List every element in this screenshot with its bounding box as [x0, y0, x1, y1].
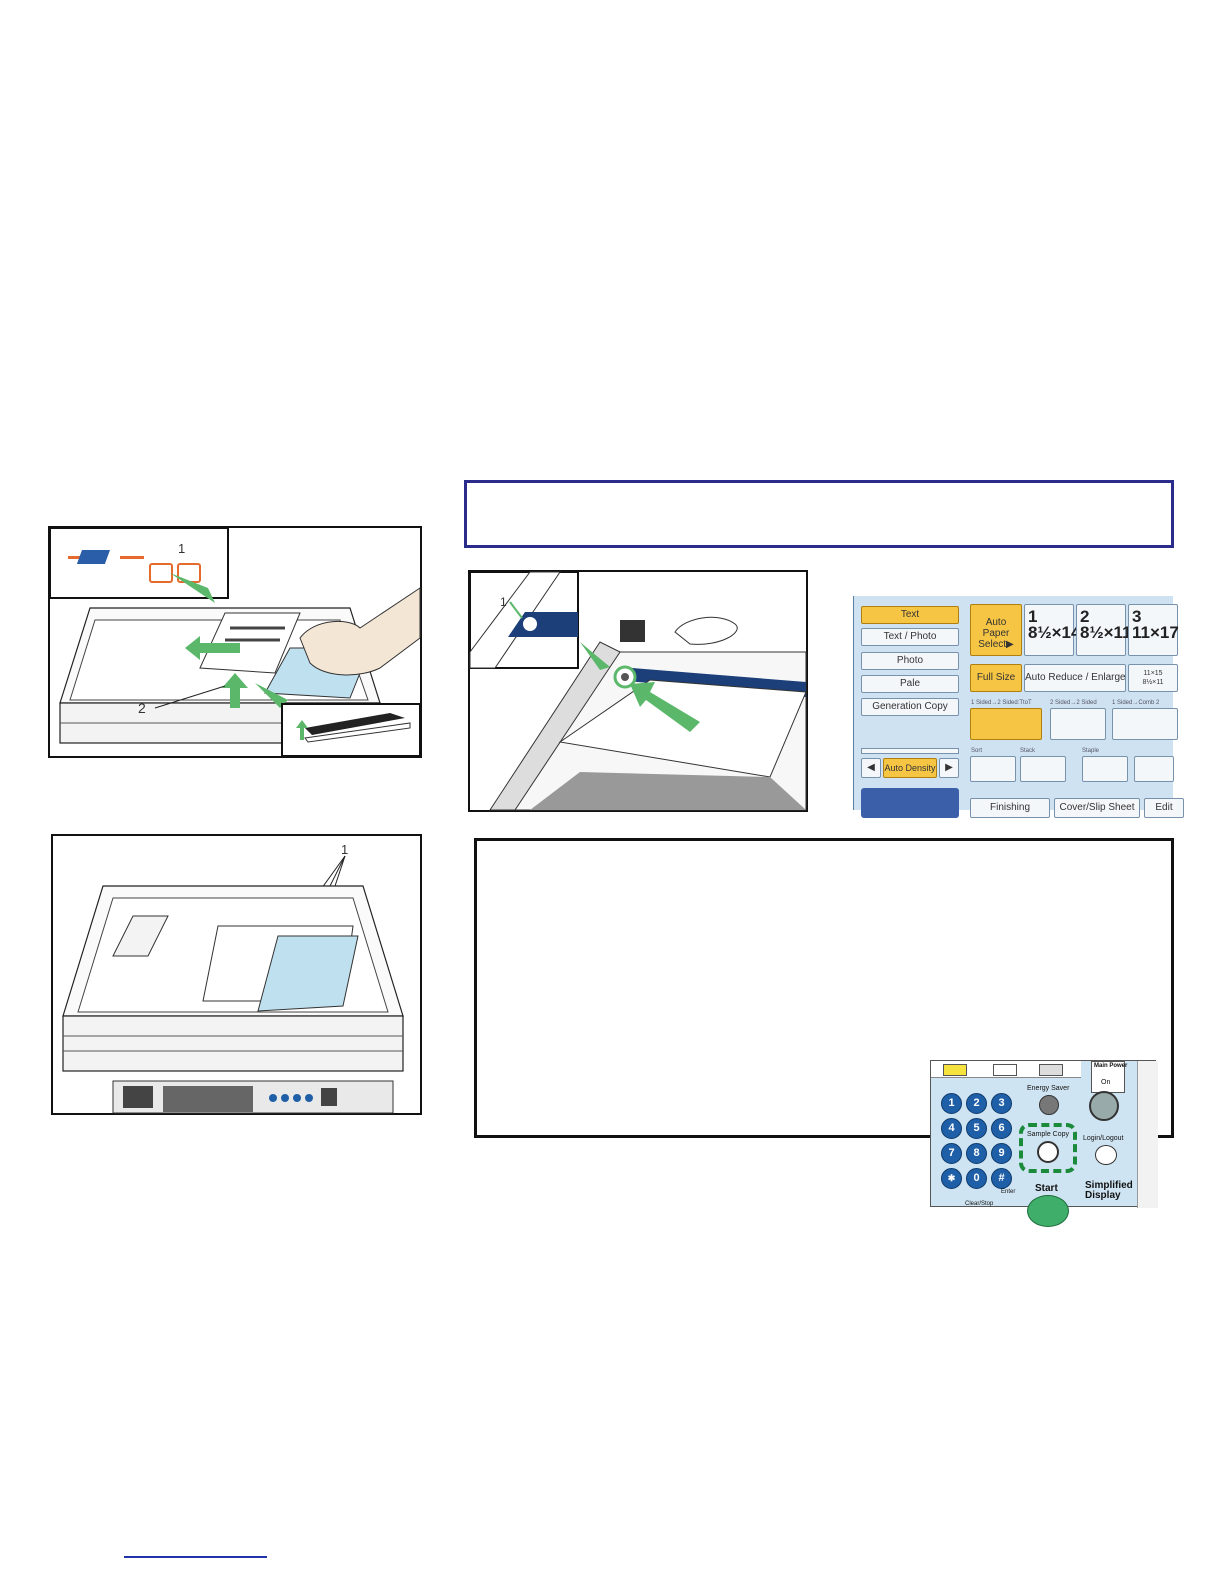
cover-slip-sheet-tab[interactable]: Cover/Slip Sheet: [1054, 798, 1140, 818]
key-5[interactable]: 5: [966, 1118, 987, 1139]
main-power-box: [1091, 1061, 1125, 1093]
sample-copy-button[interactable]: [1037, 1141, 1059, 1163]
adf-originals-illustration: 1: [51, 834, 422, 1115]
original-type-photo[interactable]: Photo: [861, 652, 959, 670]
sort-button[interactable]: [970, 756, 1016, 782]
start-label: Start: [1035, 1183, 1058, 1194]
original-type-text-photo[interactable]: Text / Photo: [861, 628, 959, 646]
callout-2: 2: [138, 700, 146, 716]
duplex-label-1: 1 Sided→2 Sided:TtoT: [971, 700, 1032, 706]
tray-2-size: 8½×11: [1080, 623, 1132, 642]
copier-touch-panel: Text Text / Photo Photo Pale Generation …: [853, 596, 1184, 818]
footer-rule: [124, 1556, 267, 1558]
tray-1-button[interactable]: 1 8½×14: [1024, 604, 1081, 656]
key-star[interactable]: ✱: [941, 1168, 962, 1189]
energy-saver-button[interactable]: [1039, 1095, 1059, 1115]
auto-density-button[interactable]: Auto Density: [883, 758, 937, 778]
tray-3-number: 3: [1132, 607, 1142, 626]
auto-paper-select-button[interactable]: Auto Paper Select▶: [970, 604, 1022, 656]
original-type-text[interactable]: Text: [861, 606, 959, 624]
callout-1: 1: [500, 595, 507, 609]
duplex-combine-button[interactable]: [1112, 708, 1178, 740]
login-logout-button[interactable]: [1095, 1145, 1117, 1165]
control-panel-keypad: Main Power On Energy Saver 1 2 3 4 5 6 7…: [930, 1060, 1158, 1227]
original-type-pale[interactable]: Pale: [861, 675, 959, 693]
original-type-generation-copy[interactable]: Generation Copy: [861, 698, 959, 716]
section-title-box: [464, 480, 1174, 548]
density-lighter-button[interactable]: ◀: [861, 758, 881, 778]
function-key-2[interactable]: [993, 1064, 1017, 1076]
key-0[interactable]: 0: [966, 1168, 987, 1189]
auto-paper-select-label: Auto Paper Select▶: [978, 617, 1014, 650]
duplex-2to2-button[interactable]: [1050, 708, 1106, 740]
density-darker-button[interactable]: ▶: [939, 758, 959, 778]
tray-3-button[interactable]: 3 11×17: [1128, 604, 1179, 656]
bottom-left-tab[interactable]: [861, 788, 959, 818]
edit-tab[interactable]: Edit: [1144, 798, 1184, 818]
enter-label: Enter: [1001, 1189, 1016, 1195]
main-power-button[interactable]: [1089, 1091, 1119, 1121]
preset-ratio-line1: 11×15: [1143, 670, 1163, 677]
start-button[interactable]: [1027, 1195, 1069, 1227]
sample-copy-label: Sample Copy: [1027, 1131, 1070, 1138]
on-label: On: [1101, 1079, 1111, 1086]
staple-button[interactable]: [1082, 756, 1128, 782]
tray-1-size: 8½×14: [1028, 623, 1081, 642]
density-scale: [861, 748, 959, 754]
tray-3-size: 11×17: [1132, 623, 1179, 642]
duplex-label-3: 1 Sided→Comb 2: [1112, 700, 1160, 706]
tray-2-number: 2: [1080, 607, 1090, 626]
sort-label: Sort: [971, 748, 983, 754]
callout-1: 1: [341, 842, 348, 857]
tray-1-number: 1: [1028, 607, 1038, 626]
full-size-button[interactable]: Full Size: [970, 664, 1022, 692]
key-8[interactable]: 8: [966, 1143, 987, 1164]
preset-ratio-button[interactable]: 11×15 8½×11: [1128, 664, 1178, 692]
stack-label: Stack: [1020, 748, 1036, 754]
clear-stop-label: Clear/Stop: [965, 1201, 994, 1207]
preset-ratio-line2: 8½×11: [1142, 679, 1164, 686]
key-7[interactable]: 7: [941, 1143, 962, 1164]
function-key-3[interactable]: [1039, 1064, 1063, 1076]
key-3[interactable]: 3: [991, 1093, 1012, 1114]
key-1[interactable]: 1: [941, 1093, 962, 1114]
stack-button[interactable]: [1020, 756, 1066, 782]
key-hash[interactable]: #: [991, 1168, 1012, 1189]
staple-option-button[interactable]: [1134, 756, 1174, 782]
adf-loading-illustration: 1 2: [48, 526, 422, 758]
simplified-display-label: Simplified Display: [1085, 1180, 1133, 1201]
key-4[interactable]: 4: [941, 1118, 962, 1139]
duplex-label-2: 2 Sided→2 Sided: [1050, 700, 1097, 706]
function-key-1[interactable]: [943, 1064, 967, 1076]
callout-1: 1: [178, 541, 185, 556]
key-9[interactable]: 9: [991, 1143, 1012, 1164]
tray-2-button[interactable]: 2 8½×11: [1076, 604, 1132, 656]
main-power-label: Main Power: [1094, 1063, 1128, 1069]
finishing-tab[interactable]: Finishing: [970, 798, 1050, 818]
energy-saver-label: Energy Saver: [1027, 1085, 1070, 1092]
auto-reduce-enlarge-button[interactable]: Auto Reduce / Enlarge: [1024, 664, 1126, 692]
key-2[interactable]: 2: [966, 1093, 987, 1114]
login-logout-label: Login/Logout: [1083, 1135, 1124, 1142]
staple-label: Staple: [1082, 748, 1100, 754]
key-6[interactable]: 6: [991, 1118, 1012, 1139]
exposure-glass-illustration: 1: [468, 570, 808, 812]
duplex-1to2-button[interactable]: [970, 708, 1042, 740]
side-strip: [1137, 1061, 1158, 1208]
sample-copy-highlight: [1019, 1123, 1077, 1173]
